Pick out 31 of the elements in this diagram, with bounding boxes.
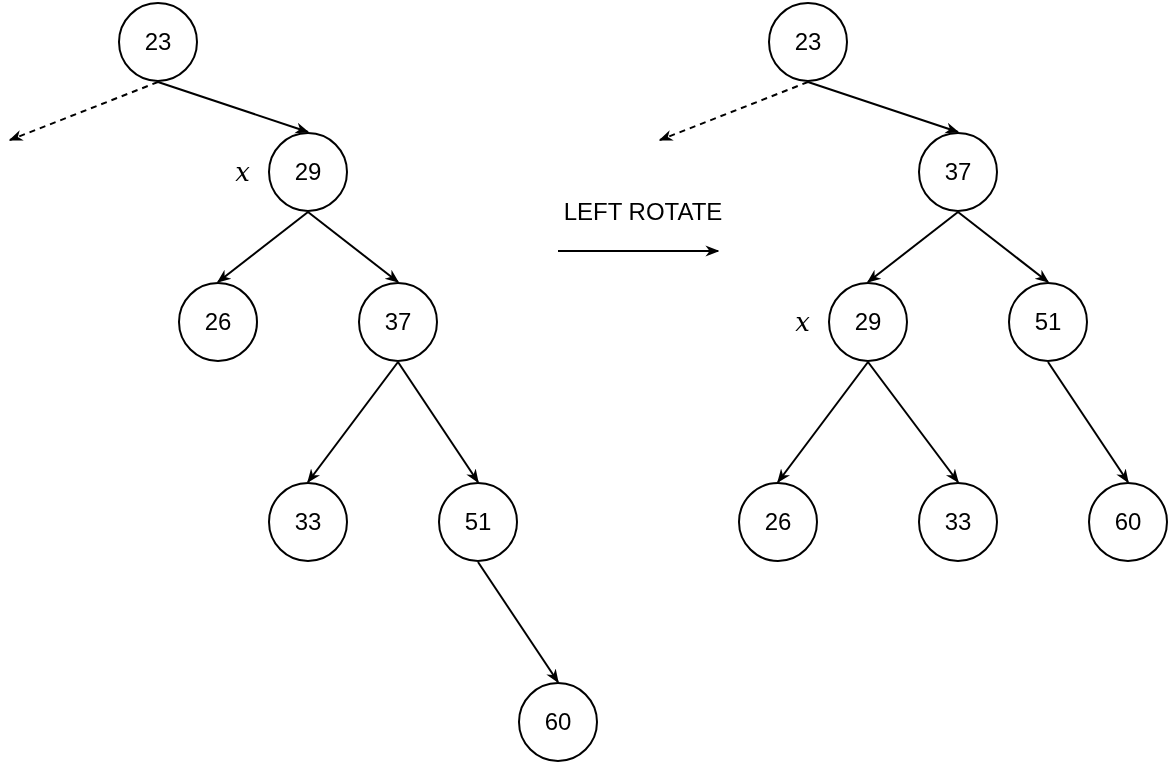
arrow [777, 361, 869, 484]
variable-label: x [235, 159, 250, 185]
node-value: 60 [1114, 510, 1142, 534]
node-value: 51 [464, 510, 492, 534]
node-value: 29 [294, 160, 322, 184]
node-value: 37 [944, 160, 972, 184]
node-value: 33 [944, 510, 972, 534]
variable-label: x [795, 309, 810, 335]
arrow [658, 81, 809, 141]
node-value: 26 [204, 310, 232, 334]
node-value: 51 [1034, 310, 1062, 334]
arrow [867, 361, 959, 484]
arrow [477, 561, 559, 684]
arrow [1047, 361, 1129, 484]
arrow [807, 81, 960, 134]
node-value: 33 [294, 510, 322, 534]
arrow [307, 361, 399, 484]
node-value: 29 [854, 310, 882, 334]
arrow [397, 361, 479, 484]
arrow [307, 211, 400, 283]
node-value: 26 [764, 510, 792, 534]
node-value: 23 [794, 30, 822, 54]
node-value: 23 [144, 30, 172, 54]
node-value: 60 [544, 710, 572, 734]
arrow [866, 211, 959, 283]
arrow [957, 211, 1050, 283]
arrow [8, 81, 159, 141]
operation-label: LEFT ROTATE [563, 200, 723, 224]
arrow [157, 81, 310, 134]
node-value: 37 [384, 310, 412, 334]
arrow [216, 211, 309, 283]
